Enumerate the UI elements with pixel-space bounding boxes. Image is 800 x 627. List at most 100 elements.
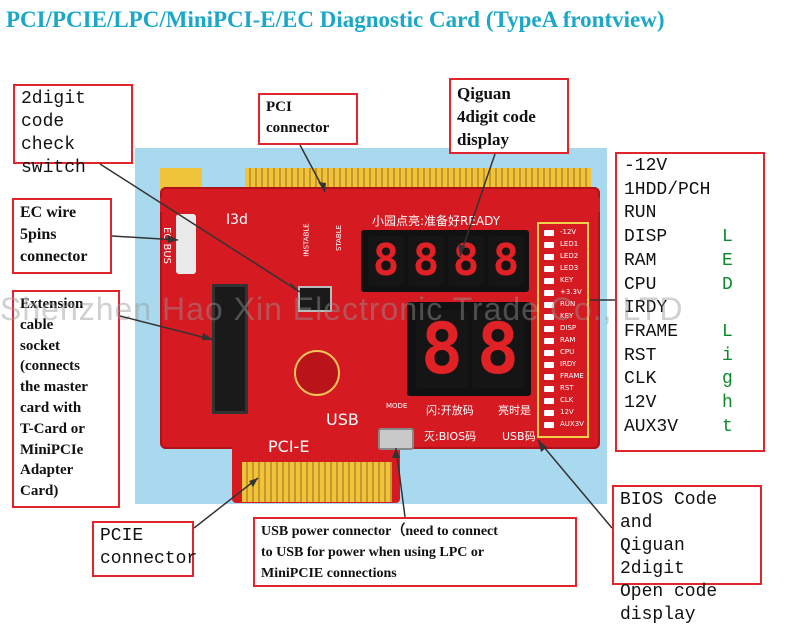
callout-pci-line: PCI bbox=[266, 99, 292, 115]
led-indicator bbox=[544, 278, 554, 284]
signal-row: -12V bbox=[624, 156, 668, 176]
callout-ecwire-line: 5pins bbox=[20, 226, 57, 243]
signal-row: RUN bbox=[624, 203, 657, 224]
callout-qiguan4-line: 4digit code bbox=[457, 107, 536, 126]
led-indicator bbox=[544, 326, 554, 332]
led-indicator bbox=[544, 362, 554, 368]
callout-usbpower-line: MiniPCIE connections bbox=[261, 566, 397, 581]
led-label: FRAME bbox=[560, 372, 584, 380]
signal-row: RAM bbox=[624, 250, 657, 271]
display4-digit-2: 8 bbox=[408, 236, 444, 286]
led-label: -12V bbox=[560, 228, 577, 236]
signal-row: IRDY bbox=[624, 298, 668, 319]
callout-extension-line: Adapter bbox=[20, 462, 74, 479]
led-label: CLK bbox=[560, 396, 574, 404]
callout-usbpower: USB power connector（need to connect to U… bbox=[253, 517, 577, 587]
callout-extension-line: socket bbox=[20, 337, 60, 354]
led-indicator bbox=[544, 242, 554, 248]
led-label: CPU bbox=[560, 348, 575, 356]
board-label-i3d: I3d bbox=[226, 212, 248, 228]
display4-digit-1: 8 bbox=[368, 236, 404, 286]
led-indicator bbox=[544, 266, 554, 272]
led-label: KEY bbox=[560, 276, 574, 284]
usb-port bbox=[378, 428, 414, 450]
led-light-letter: D bbox=[722, 274, 733, 295]
page-title: PCI/PCIE/LPC/MiniPCI-E/EC Diagnostic Car… bbox=[6, 7, 665, 32]
callout-bios-line: BIOS Code and bbox=[620, 490, 718, 533]
led-indicator bbox=[544, 254, 554, 260]
led-light-letter: g bbox=[722, 369, 733, 390]
board-label-lit: 亮时是 bbox=[498, 404, 531, 417]
led-light-letter: E bbox=[722, 250, 733, 271]
board-label-usb: USB bbox=[326, 410, 359, 429]
led-label: DISP bbox=[560, 324, 577, 332]
callout-pcie: PCIE connector bbox=[92, 521, 198, 577]
display2-digit-2: 8 bbox=[472, 310, 524, 388]
callout-extension-line: (connects bbox=[20, 358, 80, 375]
board-label-ecbus: EC BUS bbox=[161, 226, 173, 265]
code-check-switch bbox=[298, 286, 332, 312]
led-label: LED1 bbox=[560, 240, 579, 248]
led-label: RUN bbox=[560, 300, 576, 308]
led-label: IRDY bbox=[560, 360, 577, 368]
callout-extension-line: T-Card or bbox=[20, 420, 85, 437]
board-label-open: 闪:开放码 bbox=[426, 404, 474, 417]
led-light-letter: t bbox=[722, 416, 733, 437]
led-indicator bbox=[544, 374, 554, 380]
led-column bbox=[537, 222, 589, 438]
led-light-letter: i bbox=[722, 345, 733, 366]
callout-extension-line: MiniPCIe bbox=[20, 441, 84, 458]
led-indicator bbox=[544, 398, 554, 404]
callout-ecwire-line: connector bbox=[20, 248, 88, 265]
callout-qiguan4: Qiguan 4digit code display bbox=[449, 78, 569, 154]
signal-row: RST bbox=[624, 345, 657, 366]
led-indicator bbox=[544, 302, 554, 308]
board-label-mode: MODE bbox=[386, 402, 408, 410]
callout-switch: 2digit code check switch bbox=[13, 84, 133, 178]
callout-extension-line: cable bbox=[20, 316, 54, 333]
led-label: KEY bbox=[560, 312, 574, 320]
board-label-instable: INSTABLE bbox=[302, 223, 311, 257]
led-label: LED3 bbox=[560, 264, 579, 272]
callout-extension-line: Card) bbox=[20, 483, 59, 500]
led-light-letter: L bbox=[722, 227, 733, 248]
pcb-top-edge bbox=[160, 198, 600, 212]
signal-row: AUX3V bbox=[624, 416, 679, 437]
callout-pci: PCI connector bbox=[258, 93, 358, 145]
board-label-stable: STABLE bbox=[335, 224, 344, 252]
callout-usbpower-line: USB power connector（need to connect bbox=[261, 524, 498, 539]
led-label: 12V bbox=[560, 408, 574, 416]
board-label-bios: 灭:BIOS码 bbox=[424, 430, 477, 443]
board-label-ready: 小园点亮:准备好READY bbox=[372, 214, 501, 228]
callout-extension: Extension cable socket (connects the mas… bbox=[12, 290, 120, 508]
led-indicator bbox=[544, 338, 554, 344]
signal-row: CPU bbox=[624, 274, 657, 295]
led-indicator bbox=[544, 386, 554, 392]
led-indicator bbox=[544, 314, 554, 320]
callout-pci-line: connector bbox=[266, 120, 330, 136]
led-label: RST bbox=[560, 384, 574, 392]
callout-switch-line: 2digit bbox=[21, 89, 86, 109]
pcie-gold-fingers bbox=[242, 462, 392, 502]
signal-row: 1HDD/PCH bbox=[624, 179, 711, 200]
display4-digit-3: 8 bbox=[448, 236, 484, 286]
led-indicator bbox=[544, 230, 554, 236]
callout-bios: BIOS Code and Qiguan 2digit Open code di… bbox=[612, 485, 762, 625]
main-chip bbox=[294, 350, 340, 396]
board-label-usbcode: USB码 bbox=[502, 430, 536, 443]
callout-qiguan4-line: display bbox=[457, 130, 509, 149]
led-label: RAM bbox=[560, 336, 576, 344]
callout-extension-line: Extension bbox=[20, 296, 84, 312]
callout-bios-line: Qiguan 2digit bbox=[620, 536, 685, 579]
display4-digit-4: 8 bbox=[488, 236, 524, 286]
led-indicator bbox=[544, 422, 554, 428]
display2-digit-1: 8 bbox=[416, 310, 468, 388]
signal-row: FRAME bbox=[624, 321, 679, 342]
callout-bios-line: Open code bbox=[620, 582, 718, 602]
led-indicator bbox=[544, 350, 554, 356]
callout-pcie-line: connector bbox=[100, 549, 198, 569]
callout-ecwire: EC wire 5pins connector bbox=[12, 198, 112, 274]
ec-connector bbox=[176, 214, 196, 274]
led-indicator bbox=[544, 290, 554, 296]
signal-list-box bbox=[615, 152, 765, 452]
